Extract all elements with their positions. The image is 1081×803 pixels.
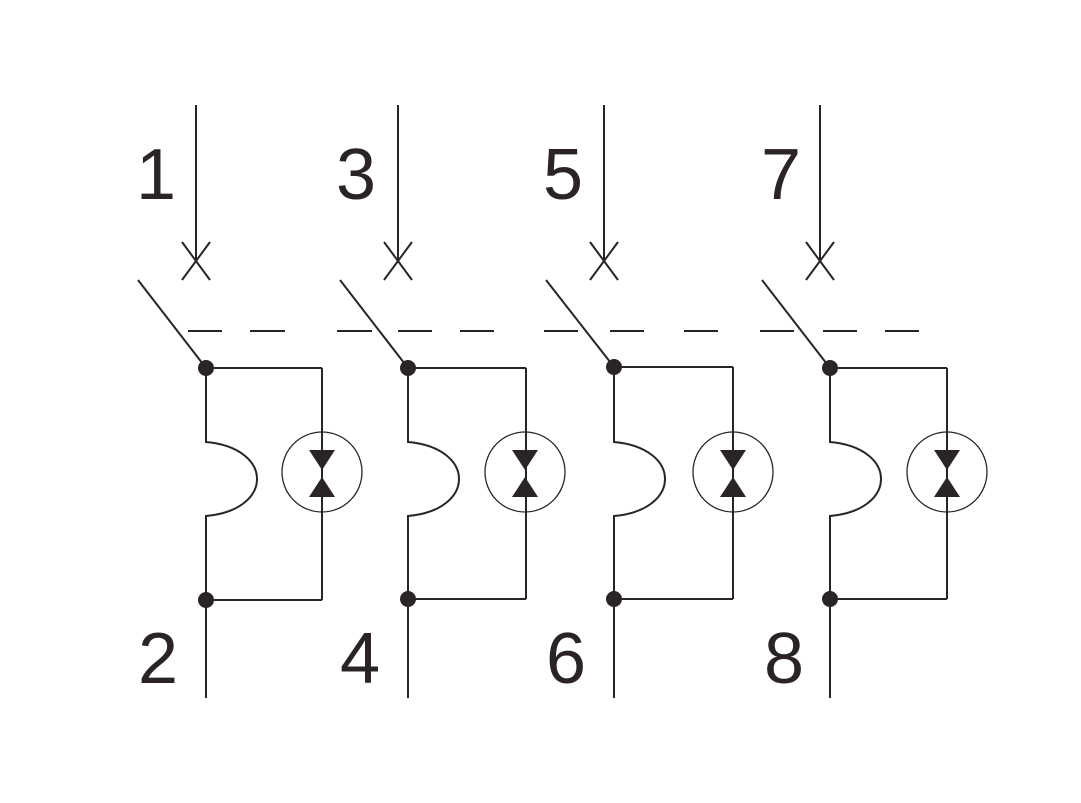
surge-arrester-icon — [906, 431, 988, 513]
thermal-trip-icon — [829, 368, 882, 599]
switch-contact-icon — [137, 279, 207, 369]
pole-4: 78 — [761, 105, 988, 699]
terminal-label-top: 5 — [543, 135, 583, 215]
isolator-cross-icon — [383, 241, 413, 281]
junction-dot-top — [198, 360, 214, 376]
thermal-trip-icon — [613, 367, 666, 599]
terminal-label-top: 7 — [761, 135, 801, 215]
surge-arrester-icon — [692, 431, 774, 513]
surge-arrester-icon — [281, 431, 363, 513]
isolator-cross-icon — [805, 241, 835, 281]
junction-dot-bottom — [400, 591, 416, 607]
pole-3: 56 — [543, 105, 774, 699]
terminal-label-bottom: 8 — [764, 619, 804, 699]
terminal-label-bottom: 2 — [138, 619, 178, 699]
junction-dot-bottom — [198, 592, 214, 608]
terminal-label-bottom: 6 — [546, 619, 586, 699]
junction-dot-bottom — [822, 591, 838, 607]
isolator-cross-icon — [181, 241, 211, 281]
switch-contact-icon — [339, 279, 409, 369]
terminal-label-bottom: 4 — [340, 619, 380, 699]
junction-dot-top — [606, 359, 622, 375]
junction-dot-top — [400, 360, 416, 376]
switch-contact-icon — [545, 279, 615, 368]
terminal-label-top: 1 — [136, 135, 176, 215]
isolator-cross-icon — [589, 241, 619, 281]
thermal-trip-icon — [407, 368, 460, 599]
surge-arrester-icon — [484, 431, 566, 513]
thermal-trip-icon — [205, 368, 258, 600]
pole-1: 12 — [136, 105, 363, 699]
switch-contact-icon — [761, 279, 831, 369]
junction-dot-bottom — [606, 591, 622, 607]
junction-dot-top — [822, 360, 838, 376]
terminal-label-top: 3 — [336, 135, 376, 215]
pole-2: 34 — [336, 105, 566, 699]
